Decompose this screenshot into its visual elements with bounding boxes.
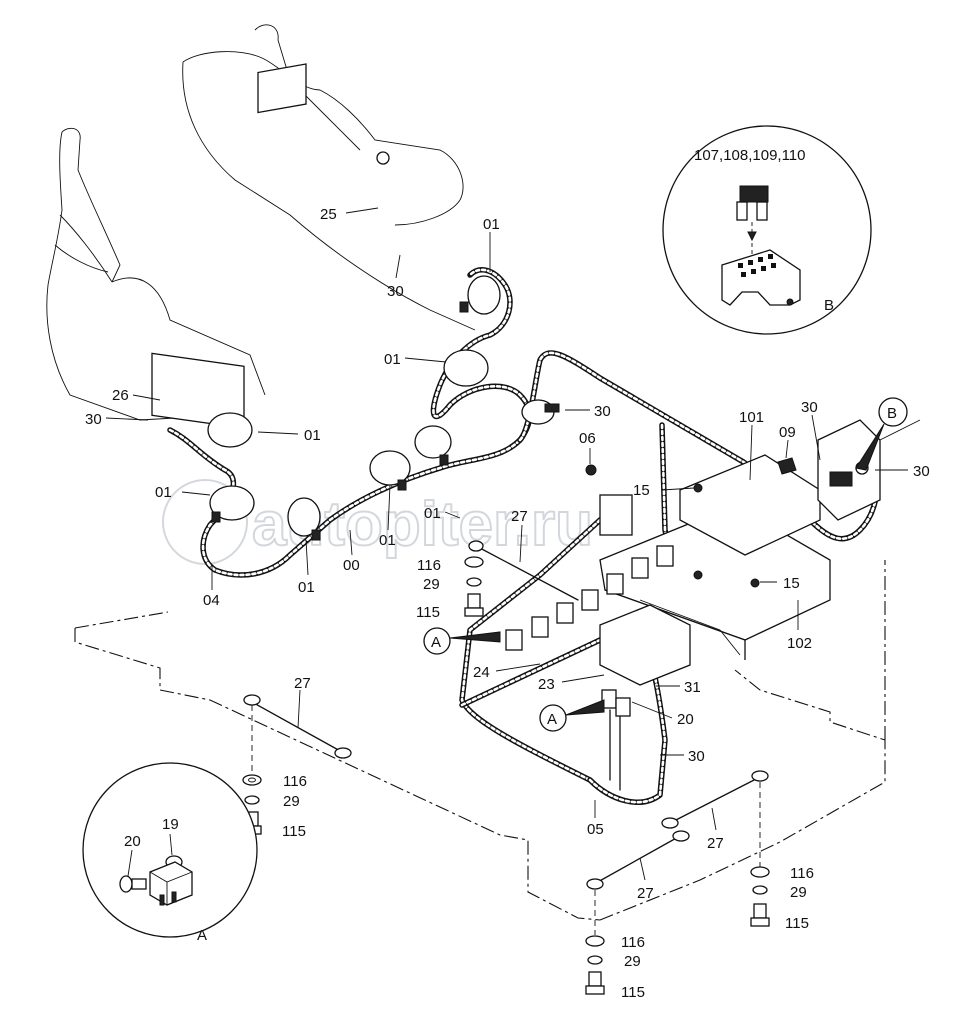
callout-20: 20 <box>124 833 141 850</box>
detail-a-letter: A <box>197 927 207 944</box>
detail-b: 107,108,109,110 B <box>662 125 872 335</box>
callout-23: 23 <box>538 676 555 693</box>
callout-00: 00 <box>343 557 360 574</box>
ref-b: B <box>887 405 897 422</box>
clamps <box>207 275 560 541</box>
callout-31: 31 <box>684 679 701 696</box>
callout-30: 30 <box>85 411 102 428</box>
ref-bubble-a2: A <box>539 699 605 732</box>
floor-plate <box>74 560 886 921</box>
callout-04: 04 <box>203 592 220 609</box>
callout-101: 101 <box>739 409 764 426</box>
callout-115: 115 <box>621 984 645 1001</box>
callout-30: 30 <box>387 283 404 300</box>
callout-116: 116 <box>283 773 307 790</box>
detail-b-title: 107,108,109,110 <box>694 147 806 164</box>
callout-29: 29 <box>790 884 807 901</box>
relay-panel <box>505 454 831 717</box>
callout-29: 29 <box>283 793 300 810</box>
callout-27: 27 <box>511 508 528 525</box>
callout-27: 27 <box>707 835 724 852</box>
callout-20: 20 <box>677 711 694 728</box>
callout-01: 01 <box>379 532 396 549</box>
callout-01: 01 <box>298 579 315 596</box>
callout-labels: 25 01 30 01 26 30 01 30 06 101 30 09 30 … <box>85 206 930 1001</box>
callout-115: 115 <box>416 604 440 621</box>
callout-30: 30 <box>688 748 705 765</box>
detail-a-leaders <box>127 833 173 877</box>
callout-115: 115 <box>282 823 306 840</box>
callout-24: 24 <box>473 664 490 681</box>
right-console <box>182 24 476 331</box>
callout-01: 01 <box>424 505 441 522</box>
callout-26: 26 <box>112 387 129 404</box>
callout-116: 116 <box>621 934 645 951</box>
callout-29: 29 <box>423 576 440 593</box>
callout-01: 01 <box>304 427 321 444</box>
callout-27: 27 <box>637 885 654 902</box>
callout-102: 102 <box>787 635 812 652</box>
callout-15: 15 <box>633 482 650 499</box>
callout-115: 115 <box>785 915 809 932</box>
relays <box>505 545 674 717</box>
callout-116: 116 <box>790 865 814 882</box>
ref-a2: A <box>547 711 557 728</box>
straps-and-fasteners <box>242 540 770 995</box>
callout-27: 27 <box>294 675 311 692</box>
callout-06: 06 <box>579 430 596 447</box>
ref-bubble-a1: A <box>423 627 501 655</box>
callout-116: 116 <box>417 557 441 574</box>
callout-15: 15 <box>783 575 800 592</box>
callout-05: 05 <box>587 821 604 838</box>
leader-lines <box>105 207 908 881</box>
callout-01: 01 <box>155 484 172 501</box>
callout-30: 30 <box>594 403 611 420</box>
callout-09: 09 <box>779 424 796 441</box>
callout-29: 29 <box>624 953 641 970</box>
ref-a1: A <box>431 634 441 651</box>
callout-30: 30 <box>913 463 930 480</box>
callout-01: 01 <box>483 216 500 233</box>
callout-25: 25 <box>320 206 337 223</box>
detail-b-letter: B <box>824 297 834 314</box>
fuse-block-area <box>817 419 921 521</box>
callout-30: 30 <box>801 399 818 416</box>
callout-01: 01 <box>384 351 401 368</box>
left-console <box>46 127 266 430</box>
ref-bubble-b: B <box>855 397 908 471</box>
callout-19: 19 <box>162 816 179 833</box>
detail-a: A <box>82 762 258 944</box>
